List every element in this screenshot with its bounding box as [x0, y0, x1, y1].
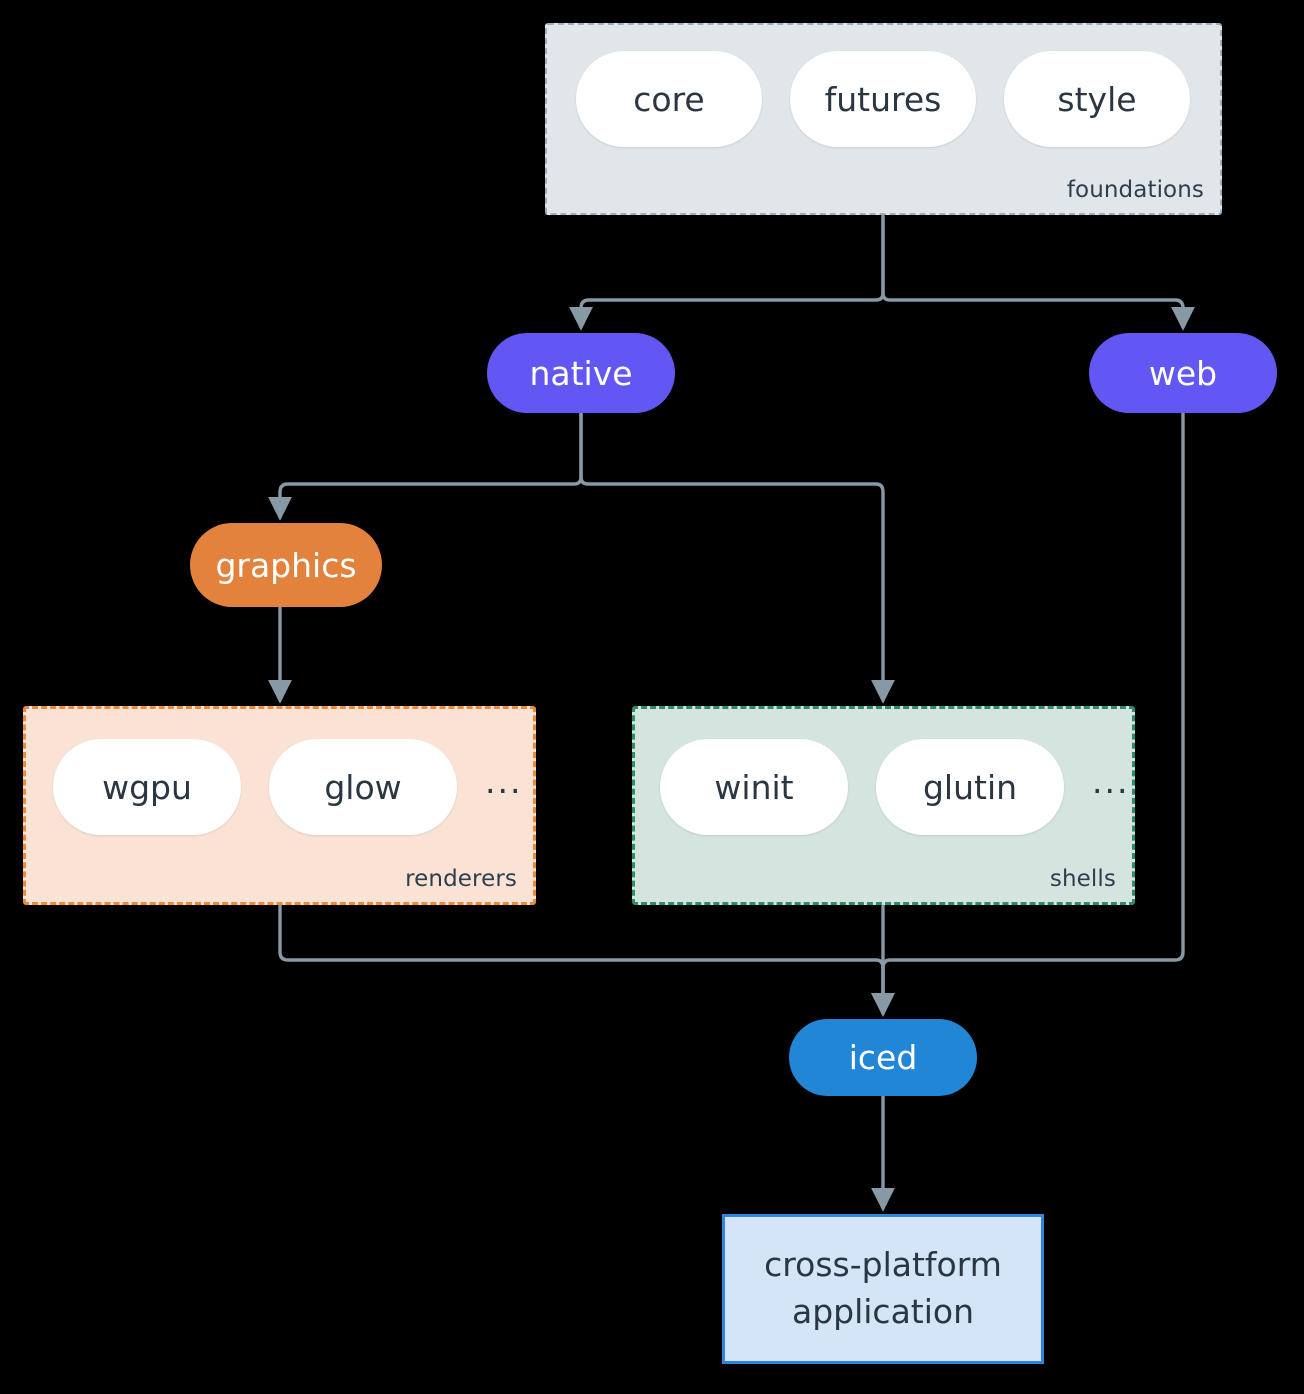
node-native[interactable]: native: [487, 333, 675, 413]
shells-ellipsis: ...: [1092, 761, 1130, 801]
leaf-wgpu[interactable]: wgpu: [53, 739, 241, 835]
cluster-renderers-items: wgpu glow ...: [26, 739, 533, 835]
leaf-winit[interactable]: winit: [660, 739, 848, 835]
edge-native-graphics: [268, 411, 583, 521]
cluster-shells-items: winit glutin ...: [635, 739, 1132, 835]
cluster-label-renderers: renderers: [405, 866, 517, 892]
leaf-futures[interactable]: futures: [790, 51, 976, 147]
leaf-glutin[interactable]: glutin: [876, 739, 1064, 835]
cluster-label-shells: shells: [1049, 866, 1116, 892]
leaf-core[interactable]: core: [576, 51, 762, 147]
application-line-1: cross-platform: [764, 1245, 1002, 1285]
edge-renderers-iced: [278, 903, 895, 1017]
node-graphics[interactable]: graphics: [190, 523, 382, 607]
node-web[interactable]: web: [1089, 333, 1277, 413]
node-iced[interactable]: iced: [789, 1019, 977, 1096]
cluster-renderers: wgpu glow ... renderers: [23, 706, 536, 905]
renderers-ellipsis: ...: [485, 761, 523, 801]
cluster-label-foundations: foundations: [1066, 177, 1204, 203]
cluster-foundations-items: core futures style: [547, 51, 1220, 147]
edge-foundations-web: [881, 214, 1195, 331]
application-line-2: application: [791, 1292, 975, 1331]
leaf-glow[interactable]: glow: [269, 739, 457, 835]
node-cross-platform-application[interactable]: cross-platform application: [722, 1214, 1044, 1364]
cluster-foundations: core futures style foundations: [545, 23, 1222, 215]
cluster-shells: winit glutin ... shells: [632, 706, 1135, 905]
edge-native-shells: [579, 411, 895, 704]
edge-foundations-native: [569, 214, 885, 331]
leaf-style[interactable]: style: [1004, 51, 1190, 147]
